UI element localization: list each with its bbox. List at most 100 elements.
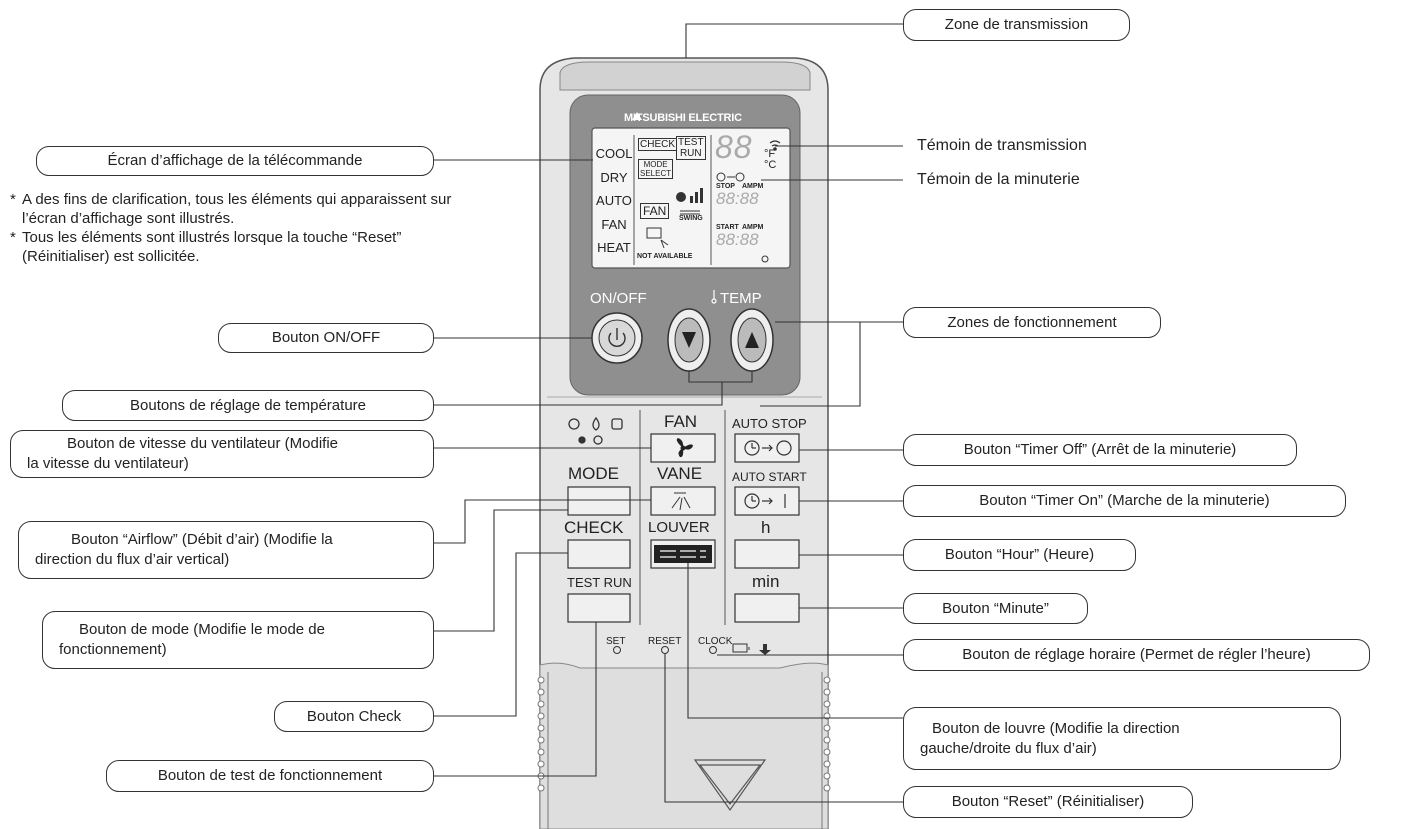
- callout-airflow-line1: Bouton “Airflow” (Débit d’air) (Modifie …: [71, 531, 333, 548]
- fan-level-icon: [676, 188, 703, 203]
- callout-reglage-horaire: Bouton de réglage horaire (Permet de rég…: [903, 639, 1370, 671]
- timer-off-icon: [744, 440, 792, 456]
- callout-timer-on: Bouton “Timer On” (Marche de la minuteri…: [903, 485, 1346, 517]
- reset-label: RESET: [648, 636, 682, 647]
- callout-louvre-line1: Bouton de louvre (Modifie la direction: [932, 719, 1180, 737]
- callout-vitesse-ventilateur: Bouton de vitesse du ventilateur (Modifi…: [10, 430, 434, 478]
- temp-label: TEMP: [720, 290, 762, 307]
- cover-triangle-icon: [693, 759, 767, 812]
- battery-icon: [732, 643, 750, 653]
- lcd-test: TEST: [678, 137, 704, 148]
- temp-up-button[interactable]: [731, 309, 773, 371]
- lcd-mode: MODE: [643, 160, 668, 169]
- mode-label: MODE: [568, 464, 619, 483]
- check-label: CHECK: [564, 518, 624, 537]
- brand-label: MITSUBISHI ELECTRIC: [624, 112, 742, 124]
- transmission-zone: [559, 61, 811, 91]
- onoff-label: ON/OFF: [590, 290, 647, 307]
- lcd-mode-auto: AUTO: [596, 193, 632, 208]
- callout-temoin-transmission: Témoin de transmission: [917, 137, 1087, 154]
- power-icon: [608, 328, 626, 347]
- thermometer-icon: [711, 290, 717, 304]
- callout-reset: Bouton “Reset” (Réinitialiser): [903, 786, 1193, 818]
- onoff-button[interactable]: [592, 313, 642, 363]
- set-hole: [613, 646, 621, 654]
- louver-button[interactable]: [651, 540, 715, 568]
- test-run-button-shape: [567, 593, 631, 623]
- temp-down-icon: [682, 332, 696, 348]
- callout-mode-line2: fonctionnement): [59, 641, 167, 658]
- airflow-icon: [671, 492, 691, 511]
- lcd-mode-dry: DRY: [600, 169, 628, 185]
- lcd-select: SELECT: [640, 169, 672, 178]
- test-run-label: TEST RUN: [567, 575, 632, 590]
- callout-check: Bouton Check: [274, 701, 434, 732]
- mode-button[interactable]: [568, 487, 630, 515]
- timer-on-icon: [744, 493, 786, 509]
- lcd-unit-f: °F: [764, 148, 776, 160]
- lcd-mode-select: MODE SELECT: [638, 159, 674, 179]
- vane-button-shape: [650, 486, 716, 516]
- minute-button[interactable]: [735, 594, 799, 622]
- reset-button[interactable]: [659, 644, 671, 656]
- note-2-text: Tous les éléments sont illustrés lorsque…: [22, 229, 402, 265]
- lcd-swing: SWING: [679, 215, 703, 222]
- callout-vitesse-ventilateur-line1: Bouton de vitesse du ventilateur (Modifi…: [67, 435, 338, 452]
- lcd-start-time: 88:88: [716, 230, 759, 249]
- lcd-mode-heat: HEAT: [597, 240, 631, 255]
- louver-label: LOUVER: [648, 519, 710, 536]
- callout-airflow: Bouton “Airflow” (Débit d’air) (Modifie …: [18, 521, 434, 579]
- note-1-marker: *: [10, 191, 16, 208]
- lcd-stop: STOP: [716, 183, 735, 190]
- callout-vitesse-ventilateur-line2: la vitesse du ventilateur): [27, 455, 189, 472]
- clock-hole: [709, 646, 717, 654]
- callout-timer-off: Bouton “Timer Off” (Arrêt de la minuteri…: [903, 434, 1297, 466]
- brand-logo: [632, 112, 642, 120]
- vane-button[interactable]: [651, 487, 715, 515]
- lcd-temperature: 88: [715, 129, 753, 165]
- set-button[interactable]: [611, 644, 623, 656]
- min-label: min: [752, 572, 780, 591]
- check-button[interactable]: [568, 540, 630, 568]
- lcd-start: START: [716, 224, 739, 231]
- louver-icon: [654, 545, 712, 563]
- mode-button-shape: [567, 486, 631, 516]
- timer-off-button[interactable]: [735, 434, 799, 462]
- timer-on-button[interactable]: [735, 487, 799, 515]
- test-run-button[interactable]: [568, 594, 630, 622]
- swing-icon: [680, 210, 700, 215]
- check-button-shape: [567, 539, 631, 569]
- clock-button[interactable]: [707, 644, 719, 656]
- lcd-not-available: NOT AVAILABLE: [637, 253, 693, 260]
- auto-stop-label: AUTO STOP: [732, 416, 807, 431]
- fan-speed-button[interactable]: [651, 434, 715, 462]
- callout-test-fonctionnement: Bouton de test de fonctionnement: [106, 760, 434, 792]
- lcd-fan: FAN: [640, 203, 670, 219]
- fan-icon: [676, 438, 693, 458]
- callout-zones-fonctionnement: Zones de fonctionnement: [903, 307, 1161, 338]
- set-label: SET: [606, 636, 626, 647]
- push-icon: [759, 644, 771, 655]
- lcd-test-run: TEST RUN: [676, 136, 706, 160]
- temp-up-icon: [745, 332, 759, 348]
- h-label: h: [761, 518, 771, 537]
- lcd-mode-fan: FAN: [601, 216, 627, 232]
- temp-down-button[interactable]: [668, 309, 710, 371]
- vane-label: VANE: [657, 464, 703, 483]
- callout-bouton-onoff: Bouton ON/OFF: [218, 323, 434, 353]
- callout-mode-line1: Bouton de mode (Modifie le mode de: [79, 621, 325, 638]
- callout-ecran-affichage: Écran d’affichage de la télécommande: [36, 146, 434, 176]
- callout-louvre: Bouton de louvre (Modifie la direction g…: [903, 707, 1341, 770]
- hour-button[interactable]: [735, 540, 799, 568]
- callout-zone-transmission: Zone de transmission: [903, 9, 1130, 41]
- mode-icons: [568, 416, 623, 445]
- clock-label: CLOCK: [698, 636, 733, 647]
- lcd-check: CHECK: [638, 138, 678, 151]
- lcd-mode-list: COOL DRY AUTO FAN HEAT: [594, 142, 634, 260]
- callout-airflow-line2: direction du flux d’air vertical): [35, 551, 230, 568]
- lcd-ampm-stop: AMPM: [742, 183, 764, 190]
- lcd-mode-cool: COOL: [595, 146, 633, 161]
- lcd-unit-c: °C: [764, 159, 777, 171]
- callout-minute: Bouton “Minute”: [903, 593, 1088, 624]
